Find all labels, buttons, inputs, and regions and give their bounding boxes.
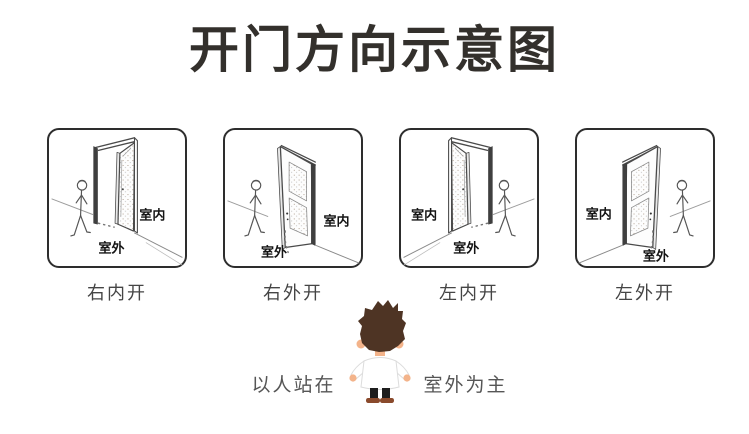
panel-right-outward: 室内 室外 右外开: [223, 128, 363, 305]
pants-left: [369, 388, 378, 401]
indoor-label: 室内: [323, 213, 350, 229]
person-icon: [673, 179, 694, 237]
panel-box-left-inward: 室内 室外: [399, 128, 539, 268]
indoor-label: 室内: [139, 207, 166, 223]
panel-box-right-outward: 室内 室外: [223, 128, 363, 268]
indoor-label: 室内: [585, 206, 612, 222]
outdoor-label: 室外: [260, 244, 287, 260]
door-left-outward-illustration: [578, 144, 711, 264]
indoor-label: 室内: [411, 207, 438, 223]
panel-caption: 右外开: [263, 283, 323, 303]
cartoon-person: [348, 300, 411, 403]
neck: [374, 348, 385, 356]
panel-right-inward: 室内 室外 右内开: [47, 128, 187, 305]
footer-text-right: 室外为主: [423, 375, 508, 396]
door-right-outward-illustration: [227, 144, 360, 264]
panel-box-left-outward: 室内 室外: [575, 128, 715, 268]
panel-caption: 左内开: [439, 283, 499, 303]
shoe-right: [379, 398, 394, 403]
outdoor-label: 室外: [642, 248, 669, 264]
page-title: 开门方向示意图: [189, 22, 560, 78]
panel-left-inward: 室内 室外 左内开: [399, 128, 539, 305]
outdoor-label: 室外: [453, 240, 480, 256]
outdoor-label: 室外: [98, 240, 125, 256]
panels-row: 室内 室外 右内开: [47, 128, 715, 305]
shoe-left: [365, 398, 380, 403]
panel-left-outward: 室内 室外 左外开: [575, 128, 715, 305]
hand-right: [402, 374, 411, 382]
shirt: [359, 357, 400, 390]
panel-caption: 左外开: [615, 283, 675, 303]
footer-note: 以人站在 室外为主: [5, 299, 749, 403]
panel-caption: 右内开: [87, 283, 147, 303]
person-back-figure: [348, 300, 411, 403]
pants-right: [381, 388, 390, 401]
door-right-inward-illustration: [51, 137, 183, 266]
door-left-inward-illustration: [403, 137, 535, 266]
hair: [357, 300, 406, 352]
person-icon: [70, 179, 91, 237]
person-icon: [244, 179, 265, 237]
panel-box-right-inward: 室内 室外: [47, 128, 187, 268]
hand-left: [348, 374, 357, 382]
footer-text-left: 以人站在: [251, 375, 336, 396]
person-icon: [495, 179, 516, 237]
